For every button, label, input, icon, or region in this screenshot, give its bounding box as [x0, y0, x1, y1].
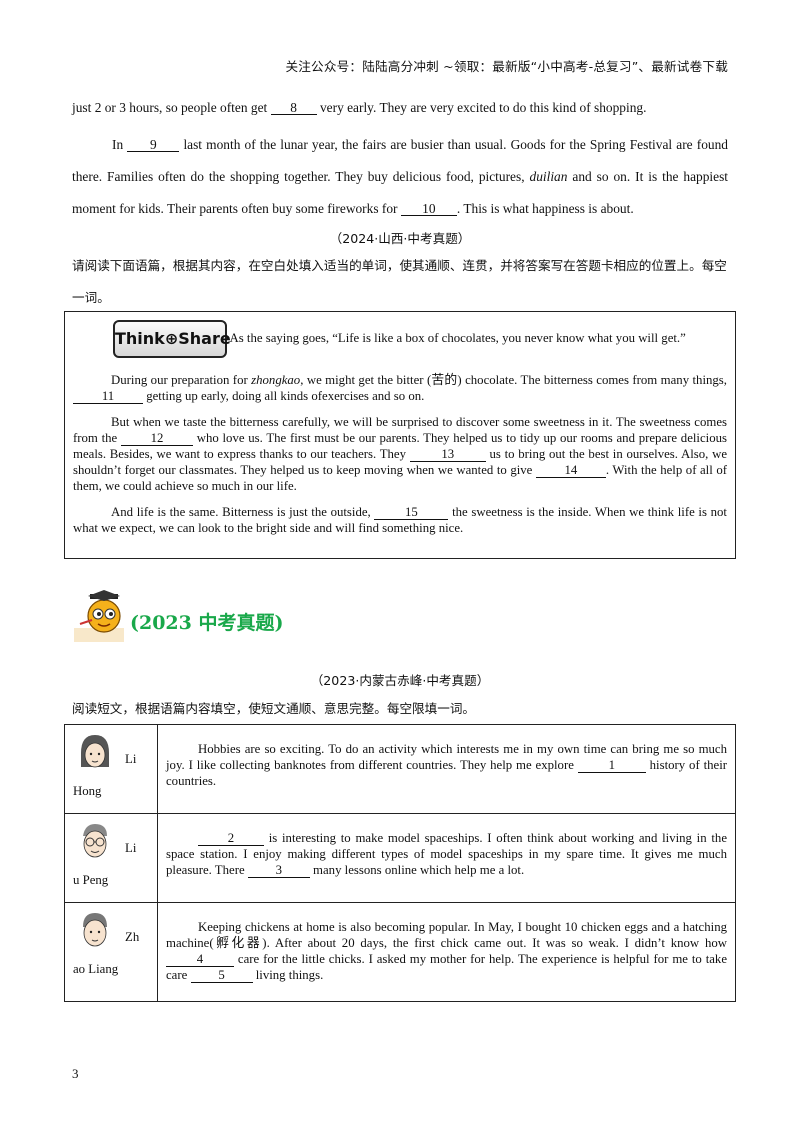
blank-12[interactable]: 12 — [120, 432, 193, 446]
hobbies-table: Li Hong Hobbies are so exciting. To do a… — [64, 724, 736, 1002]
source-2023: （2023·内蒙古赤峰·中考真题） — [310, 673, 490, 688]
entry-text: Hobbies are so exciting. To do an activi… — [157, 724, 736, 814]
blank-14[interactable]: 14 — [535, 464, 606, 478]
person-cell: Li u Peng — [64, 813, 158, 903]
boy-avatar-icon — [83, 913, 107, 947]
blank-15[interactable]: 15 — [374, 506, 449, 520]
passage-para2: In 9 last month of the lunar year, the f… — [72, 137, 728, 216]
think-share-logo: Think⊕Share — [113, 320, 231, 358]
person-cell: Li Hong — [64, 724, 158, 814]
blank-11[interactable]: 11 — [73, 390, 143, 404]
instruction-2023: 阅读短文，根据语篇内容填空，使短文通顺、意思完整。每空限填一词。 — [72, 701, 475, 716]
passage-line1: just 2 or 3 hours, so people often get 8… — [72, 100, 647, 115]
section-title-2023: (2023 中考真题) — [130, 612, 284, 634]
blank-4[interactable]: 4 — [166, 953, 234, 967]
mascot-icon — [74, 590, 124, 642]
blank-5[interactable]: 5 — [190, 969, 253, 983]
ts-para4: And life is the same. Bitterness is just… — [73, 505, 727, 535]
blank-3[interactable]: 3 — [247, 864, 310, 878]
blank-9[interactable]: 9 — [127, 138, 180, 152]
table-row: Zh ao Liang Keeping chickens at home is … — [64, 902, 736, 1002]
instruction-2024: 请阅读下面语篇，根据其内容，在空白处填入适当的单词，使其通顺、连贯，并将答案写在… — [72, 258, 727, 305]
page-number: 3 — [72, 1066, 79, 1081]
think-share-box: Think⊕Share As the saying goes, “Life is… — [64, 311, 736, 559]
ts-para3: But when we taste the bitterness careful… — [73, 415, 728, 493]
entry-text: 2 is interesting to make model spaceship… — [157, 813, 736, 903]
blank-2[interactable]: 2 — [198, 832, 264, 846]
source-2024: （2024·山西·中考真题） — [329, 231, 471, 246]
page-header: 关注公众号：陆陆高分冲刺 ~领取：最新版“小中高考-总复习”、最新试卷下载 — [285, 59, 728, 74]
boy-glasses-avatar-icon — [83, 824, 107, 858]
blank-8[interactable]: 8 — [270, 101, 317, 115]
girl-avatar-icon — [81, 735, 109, 768]
blank-1[interactable]: 1 — [577, 759, 646, 773]
blank-13[interactable]: 13 — [409, 448, 486, 462]
table-row: Li u Peng 2 is interesting to make model… — [64, 813, 736, 903]
table-row: Li Hong Hobbies are so exciting. To do a… — [64, 724, 736, 814]
person-cell: Zh ao Liang — [64, 902, 158, 1002]
ts-para2: During our preparation for zhongkao, we … — [73, 372, 727, 404]
blank-10[interactable]: 10 — [400, 202, 457, 216]
entry-text: Keeping chickens at home is also becomin… — [157, 902, 736, 1002]
